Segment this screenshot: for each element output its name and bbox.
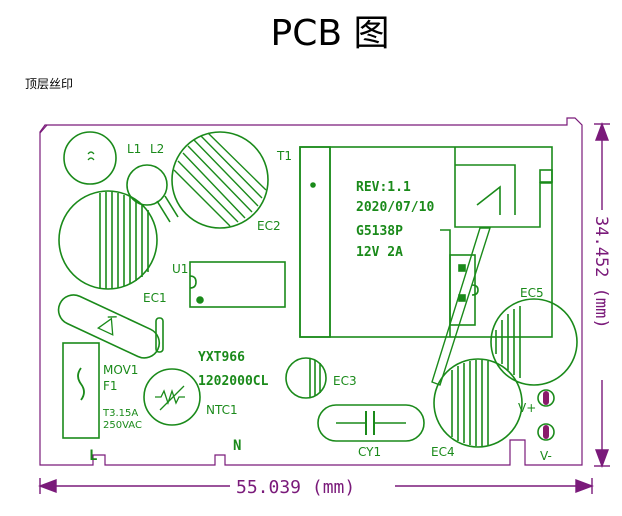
u1-label: U1 — [172, 262, 188, 276]
l2-label: L2 — [150, 142, 164, 156]
ec2-label: EC2 — [257, 219, 281, 233]
silkscreen — [57, 131, 578, 448]
model-text: YXT966 — [198, 350, 245, 365]
f1-footprint — [62, 342, 100, 439]
ec2-footprint — [171, 131, 269, 229]
ec5-label: EC5 — [520, 286, 544, 300]
f1-label: F1 — [103, 379, 118, 393]
ntc1-footprint — [143, 368, 201, 426]
fuse-rating-1: T3.15A — [102, 408, 138, 419]
l1-footprint — [63, 131, 117, 185]
ec5-footprint — [490, 298, 578, 386]
ec3-footprint — [285, 357, 327, 399]
vplus-pad — [537, 389, 555, 407]
width-dimension: 55.039 (mm) — [236, 477, 355, 498]
l2-footprint — [126, 164, 168, 206]
ec1-label: EC1 — [143, 291, 167, 305]
board-outline — [39, 117, 583, 466]
date-text: 2020/07/10 — [356, 200, 434, 215]
ec4-footprint — [433, 358, 523, 448]
part-text: G5138P — [356, 224, 403, 239]
t1-label: T1 — [276, 149, 292, 163]
vplus-label: V+ — [518, 401, 536, 415]
cy1-label: CY1 — [358, 445, 381, 459]
layer-label: 顶层丝印 — [25, 77, 74, 91]
u1-footprint — [189, 261, 286, 308]
vminus-label: V- — [540, 449, 552, 463]
rating-text: 12V 2A — [356, 245, 403, 260]
neutral-label: N — [233, 438, 241, 454]
height-dimension: 34.452 (mm) — [591, 216, 611, 329]
fuse-rating-2: 250VAC — [103, 420, 142, 431]
cy1-footprint — [317, 404, 425, 442]
line-label: L — [89, 448, 97, 464]
code-text: 1202000CL — [198, 374, 269, 389]
mov1-label: MOV1 — [103, 363, 138, 377]
ntc1-label: NTC1 — [206, 403, 238, 417]
mov1-footprint — [57, 294, 161, 359]
page-title: PCB 图 — [270, 13, 390, 54]
rev-text: REV:1.1 — [356, 180, 411, 195]
l1-label: L1 — [127, 142, 141, 156]
ec4-label: EC4 — [431, 445, 455, 459]
dimension-lines — [38, 122, 610, 494]
vminus-pad — [537, 423, 555, 441]
ec1-footprint — [58, 190, 158, 290]
ec3-label: EC3 — [333, 374, 357, 388]
